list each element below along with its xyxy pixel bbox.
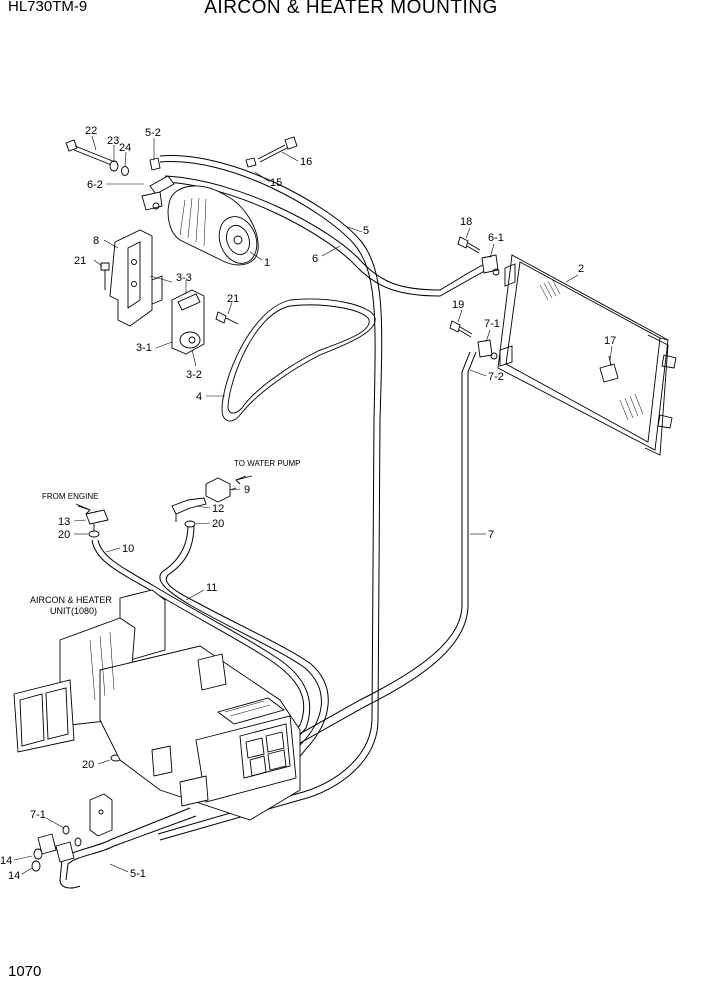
bracket-lower [89,793,113,837]
callout-18: 18 [460,216,472,228]
callout-6-1: 6-1 [488,232,504,244]
callout-19: 19 [452,299,464,311]
callout-4: 4 [196,391,202,403]
note-from-engine: FROM ENGINE [42,492,98,501]
callout-7: 7 [488,529,494,541]
o-ring-7-1-lower [62,825,82,847]
callout-10: 10 [122,543,134,555]
callout-5: 5 [363,225,369,237]
callout-20-a: 20 [212,518,224,530]
callout-8: 8 [93,235,99,247]
callout-5-2: 5-2 [145,127,161,139]
callout-16: 16 [300,156,312,168]
bracket-8 [109,229,163,327]
callout-14-a: 14 [0,855,12,867]
hose-7 [199,351,477,797]
callout-21-lower: 21 [227,293,239,305]
callout-3-3: 3-3 [176,272,192,284]
callout-5-1: 5-1 [130,868,146,880]
hose-6 [164,175,491,297]
callout-20-b: 20 [58,529,70,541]
condenser-2 [497,254,677,456]
callout-12: 12 [212,503,224,515]
leader-lines [13,135,613,875]
bolt-22 [65,139,116,167]
compressor-1 [141,175,259,266]
fitting-7-1 [477,339,498,360]
callout-3-2: 3-2 [186,369,202,381]
fitting-14-b [31,841,75,872]
hose-5 [157,155,383,841]
note-to-water-pump: TO WATER PUMP [234,459,301,468]
page-number: 1070 [8,963,42,980]
arrow-from-engine [75,503,91,515]
hose-5-1 [59,807,197,889]
callout-24: 24 [119,142,131,154]
fitting-13 [85,509,109,534]
callout-17: 17 [604,335,616,347]
hose-10 [91,539,311,765]
callout-7-1-upper: 7-1 [484,318,500,330]
fitting-6-1 [481,254,500,276]
hose-11 [159,523,329,775]
nut-15 [245,157,257,168]
washer-24 [121,166,129,176]
fitting-17 [599,355,619,383]
aircon-heater-unit [13,589,301,821]
callout-15: 15 [270,177,282,189]
fitting-14-a [33,833,57,860]
callout-20-c: 20 [82,759,94,771]
callout-13: 13 [58,516,70,528]
page-title: AIRCON & HEATER MOUNTING [204,0,498,18]
callout-1: 1 [264,257,270,269]
callout-6: 6 [312,253,318,265]
callout-6-2: 6-2 [87,179,103,191]
callout-14-b: 14 [8,870,20,882]
fitting-12 [171,497,207,522]
callout-2: 2 [578,263,584,275]
bolt-16 [257,136,298,163]
arrow-to-water-pump [235,475,253,485]
receiver-drier-3 [171,289,205,355]
callout-22: 22 [85,125,97,137]
note-unit-line1: AIRCON & HEATER [30,595,112,605]
model-number: HL730TM-9 [8,0,88,15]
v-belt-4 [221,298,376,422]
callout-23: 23 [107,135,119,147]
fitting-5-2 [149,157,161,171]
bolt-21-upper [100,262,110,290]
callout-11: 11 [206,582,217,594]
clamp-20-a [184,520,196,528]
washer-23 [109,160,119,172]
bolt-18 [457,236,481,254]
bolt-19 [449,320,473,338]
callout-9: 9 [244,484,250,496]
callout-7-2: 7-2 [488,371,504,383]
note-unit-line2: UNIT(1080) [50,606,97,616]
callout-7-1-lower: 7-1 [30,809,46,821]
callout-21-upper: 21 [74,255,86,267]
clamp-20-b [88,530,100,538]
bolt-21-lower [215,311,239,325]
callout-3-1: 3-1 [136,342,152,354]
valve-9 [205,477,237,503]
